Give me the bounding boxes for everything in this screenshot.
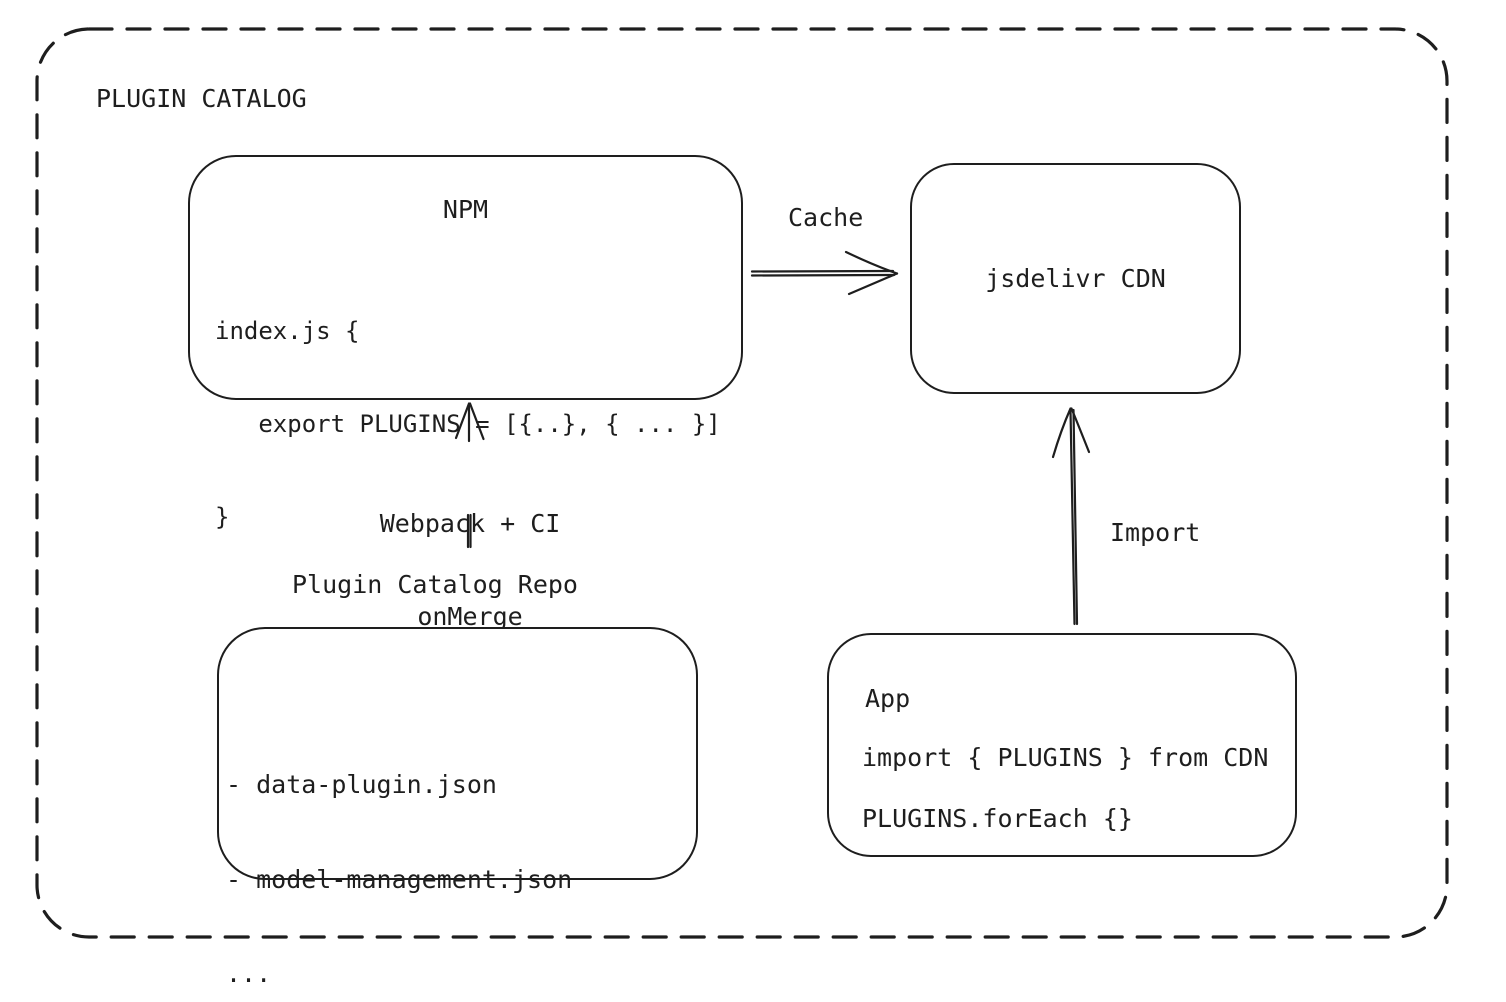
npm-code-line: export PLUGINS = [{..}, { ... }]: [215, 410, 721, 438]
npm-box: NPM: [188, 155, 743, 400]
frame-title: PLUGIN CATALOG: [96, 84, 307, 113]
build-arrow-label-line2: onMerge: [417, 602, 523, 631]
app-box: App import { PLUGINS } from CDN PLUGINS.…: [827, 633, 1297, 857]
app-code-line: PLUGINS.forEach {}: [862, 804, 1133, 833]
npm-code-block: index.js { export PLUGINS = [{..}, { ...…: [215, 254, 721, 595]
build-arrow-label-line1: Webpack + CI: [379, 509, 561, 538]
app-box-title: App: [865, 684, 911, 713]
cache-arrow-label: Cache: [788, 203, 864, 232]
repo-file-item: ...: [226, 959, 272, 988]
cdn-box: jsdelivr CDN: [910, 163, 1241, 394]
import-arrow-label: Import: [1110, 518, 1201, 547]
build-arrow-label: Webpack + CI onMerge: [320, 446, 620, 694]
cache-arrow: [750, 250, 899, 296]
npm-box-title: NPM: [442, 195, 489, 224]
repo-file-item: - data-plugin.json: [226, 770, 497, 799]
repo-title: Plugin Catalog Repo: [292, 570, 578, 599]
npm-code-line: }: [215, 503, 230, 531]
repo-file-list: - data-plugin.json - model-management.js…: [226, 706, 572, 1002]
npm-code-line: index.js {: [215, 317, 360, 345]
app-code-line: import { PLUGINS } from CDN: [862, 743, 1269, 772]
import-arrow: [1051, 407, 1091, 626]
repo-file-item: - model-management.json: [226, 864, 573, 894]
repo-box: [217, 627, 698, 880]
cdn-box-title: jsdelivr CDN: [985, 264, 1166, 293]
